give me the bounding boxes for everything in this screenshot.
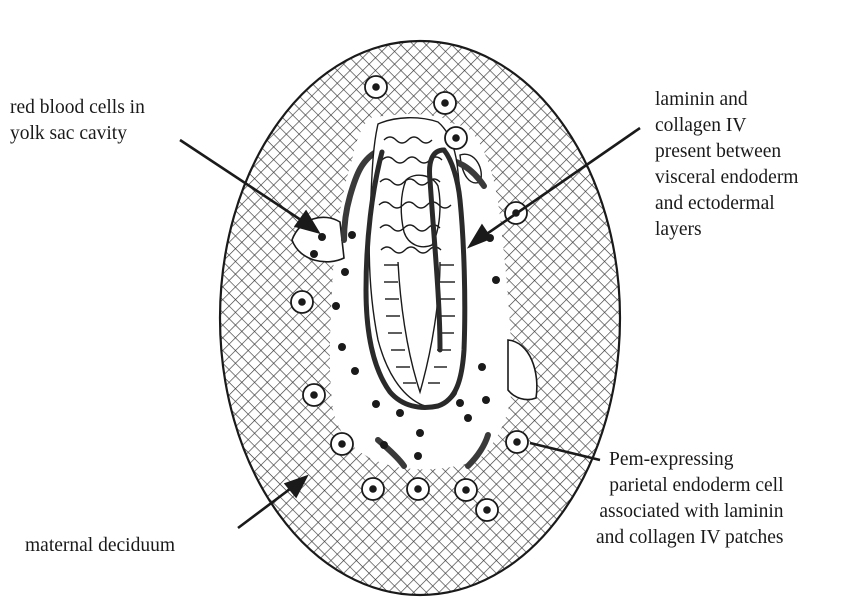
label-line: and ectodermal	[655, 191, 798, 217]
label-line: parietal endoderm cell	[596, 473, 784, 499]
label-line: laminin and	[655, 87, 798, 113]
label-line: associated with laminin	[596, 499, 784, 525]
pe-cell	[434, 92, 456, 114]
pe-cell	[506, 431, 528, 453]
label-laminin-collagen: laminin and collagen IV present between …	[655, 87, 798, 243]
label-line: layers	[655, 217, 798, 243]
label-line: collagen IV	[655, 113, 798, 139]
pe-cell	[445, 127, 467, 149]
pe-cell	[303, 384, 325, 406]
pe-cell	[455, 479, 477, 501]
label-line: visceral endoderm	[655, 165, 798, 191]
label-red-blood-cells: red blood cells in yolk sac cavity	[10, 95, 145, 147]
pe-cell	[362, 478, 384, 500]
label-line: Pem-expressing	[596, 447, 784, 473]
pe-cell	[291, 291, 313, 313]
pe-cell	[407, 478, 429, 500]
pe-cell	[365, 76, 387, 98]
label-line: yolk sac cavity	[10, 121, 145, 147]
label-maternal-deciduum: maternal deciduum	[25, 533, 175, 559]
label-line: maternal deciduum	[25, 533, 175, 559]
label-line: red blood cells in	[10, 95, 145, 121]
label-line: present between	[655, 139, 798, 165]
label-pem-expressing-cell: Pem-expressing parietal endoderm cell as…	[596, 447, 784, 551]
pe-cell	[331, 433, 353, 455]
pe-cell	[476, 499, 498, 521]
label-line: and collagen IV patches	[596, 525, 784, 551]
